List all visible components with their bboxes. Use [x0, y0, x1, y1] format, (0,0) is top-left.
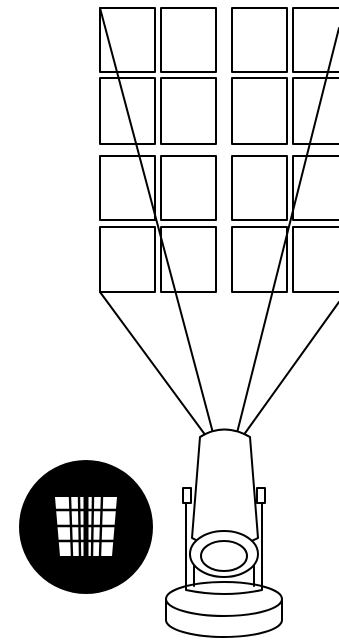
projector-icon — [166, 430, 282, 638]
grid-pane — [293, 78, 339, 144]
grid-pane — [293, 227, 339, 292]
grid-pane — [161, 78, 216, 144]
grid-pane — [293, 8, 339, 72]
grid-pane — [161, 8, 216, 72]
beam-line — [100, 292, 206, 436]
grid-pane — [100, 227, 155, 292]
grid-pane — [293, 156, 339, 220]
yoke-knob-left — [183, 488, 191, 503]
grid-pane — [100, 156, 155, 220]
grid-pane — [161, 227, 216, 292]
projector-barrel — [192, 430, 258, 547]
grid-pane — [161, 156, 216, 220]
projector-base-top — [166, 582, 282, 616]
projected-window-grid — [100, 8, 339, 292]
grid-pane — [232, 8, 287, 72]
yoke-knob-right — [257, 488, 265, 503]
window-grid-gobo-icon — [19, 460, 153, 594]
grid-pane — [232, 156, 287, 220]
grid-pane — [232, 78, 287, 144]
beam-line — [243, 302, 339, 436]
projector-lens — [201, 541, 247, 571]
grid-pane — [232, 227, 287, 292]
